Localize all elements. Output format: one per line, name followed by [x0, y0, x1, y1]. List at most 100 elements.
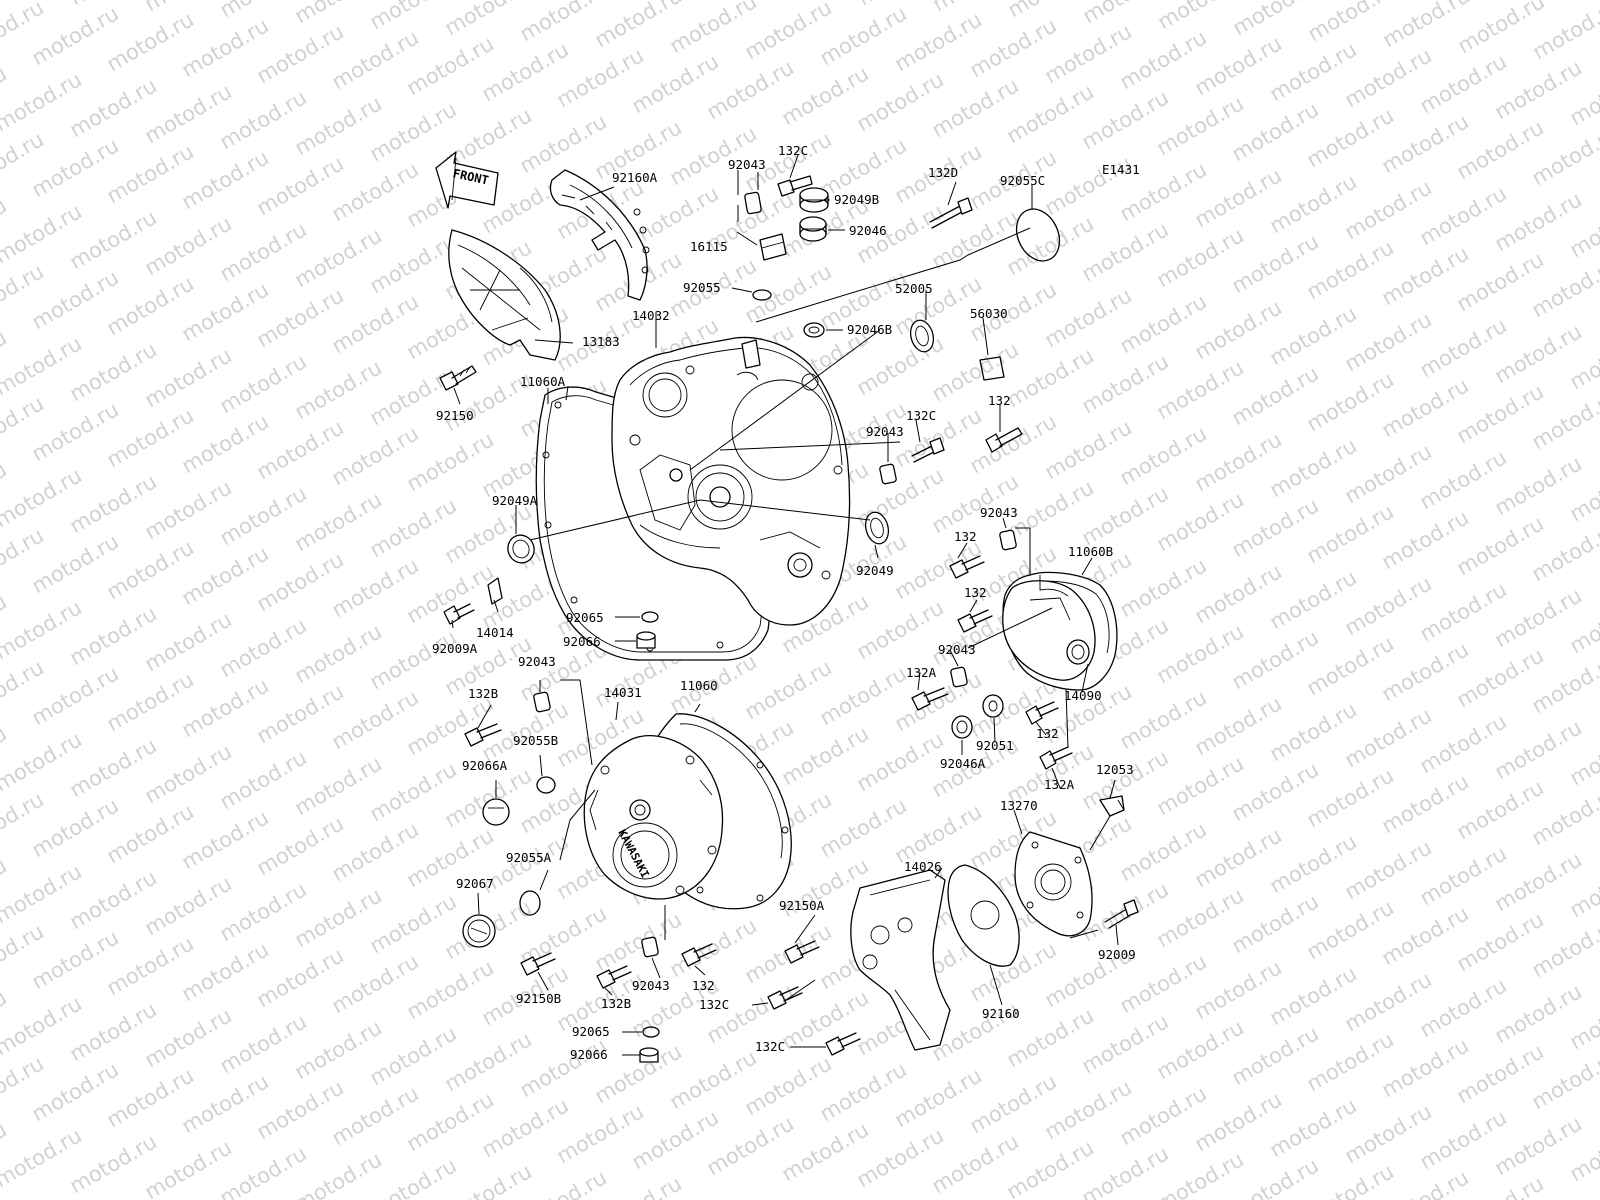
part-label-132D: 132D	[928, 165, 958, 180]
part-label-132C-lower-1: 132C	[699, 997, 729, 1012]
part-label-92066-bottom: 92066	[570, 1047, 608, 1062]
part-label-92043-mid: 92043	[866, 424, 904, 439]
part-92160A-shield	[549, 169, 650, 301]
o-ring-92055	[752, 289, 772, 301]
bearing-92046	[799, 216, 827, 242]
part-label-92067: 92067	[456, 876, 494, 891]
part-label-92055C: 92055C	[1000, 173, 1045, 188]
part-label-92065-top: 92065	[566, 610, 604, 625]
front-arrow-icon: FRONT	[435, 151, 499, 209]
part-label-92055: 92055	[683, 280, 721, 295]
part-label-92150A: 92150A	[779, 898, 825, 913]
part-label-14026: 14026	[904, 859, 942, 874]
chain-guard-14026	[850, 869, 951, 1051]
plate-14014	[487, 577, 503, 605]
o-ring-92055A	[519, 890, 541, 916]
dowel-92043-right-lower	[950, 666, 968, 688]
bearing-92046B	[803, 322, 825, 338]
bearing-92046A	[951, 715, 973, 739]
clip-12053	[1099, 795, 1125, 817]
bolt-132A-right-lower	[1039, 746, 1073, 770]
bolt-92150	[439, 365, 477, 391]
part-label-12053: 12053	[1096, 762, 1134, 777]
part-label-92160: 92160	[982, 1006, 1020, 1021]
part-label-132A-right-lower: 132A	[1044, 777, 1075, 792]
dowel-92043-lower-left	[533, 691, 551, 713]
part-label-132-right-1: 132	[954, 529, 977, 544]
part-label-92009A: 92009A	[432, 641, 478, 656]
key-56030	[979, 356, 1005, 381]
part-label-132C: 132C	[778, 143, 808, 158]
part-label-92049A: 92049A	[492, 493, 538, 508]
part-label-132B-bottom: 132B	[601, 996, 631, 1011]
bolt-92009A	[443, 603, 475, 625]
part-label-132-bottom: 132	[692, 978, 715, 993]
plug-92066-top	[636, 631, 656, 649]
part-label-92043: 92043	[728, 157, 766, 172]
bolt-132C-mid	[911, 437, 945, 463]
part-label-92055A: 92055A	[506, 850, 552, 865]
part-label-92046: 92046	[849, 223, 887, 238]
part-label-132A-right: 132A	[906, 665, 937, 680]
part-label-92160A: 92160A	[612, 170, 658, 185]
o-ring-92055B	[536, 776, 556, 794]
washer-92051	[982, 694, 1004, 718]
part-label-92066A: 92066A	[462, 758, 508, 773]
bolt-132-bottom	[681, 943, 717, 967]
dowel-92043-top	[744, 191, 762, 215]
part-label-132-mid: 132	[988, 393, 1011, 408]
cover-14031: KAWASAKI	[583, 735, 724, 900]
seal-52005	[909, 319, 935, 353]
bolt-132-right-2	[957, 609, 993, 633]
part-label-132C-mid: 132C	[906, 408, 936, 423]
bolt-132-right-3	[1025, 701, 1059, 725]
plate-13270	[1014, 831, 1093, 937]
part-label-92049: 92049	[856, 563, 894, 578]
part-label-92049B: 92049B	[834, 192, 879, 207]
part-label-14014: 14014	[476, 625, 514, 640]
plate-92160	[947, 864, 1020, 967]
dowel-92043-bottom	[641, 936, 659, 958]
part-label-92046B: 92046B	[847, 322, 892, 337]
part-label-16115: 16115	[690, 239, 728, 254]
part-label-56030: 56030	[970, 306, 1008, 321]
part-label-92046A: 92046A	[940, 756, 986, 771]
bolt-132B-bottom	[596, 965, 632, 989]
bolt-132C-lower-2	[825, 1032, 861, 1056]
dowel-92043-mid	[879, 463, 897, 485]
bolt-132C-lower-1	[767, 986, 803, 1010]
part-label-11060: 11060	[680, 678, 718, 693]
cap-16115	[759, 233, 787, 261]
plug-92066A	[482, 798, 510, 826]
plug-92066-bottom	[639, 1047, 659, 1063]
washer-92065-bottom	[642, 1026, 660, 1038]
collar-92049	[864, 511, 890, 545]
part-label-14031: 14031	[604, 685, 642, 700]
bolt-132B-lower-left	[464, 723, 502, 747]
part-label-52005: 52005	[895, 281, 933, 296]
part-label-132-right-2: 132	[964, 585, 987, 600]
plug-92067	[462, 914, 496, 948]
part-label-92051: 92051	[976, 738, 1014, 753]
bolt-92150B	[520, 952, 556, 976]
part-label-14032: 14032	[632, 308, 670, 323]
bolt-132-right-1	[949, 555, 985, 579]
diagram-code: E1431	[1102, 162, 1140, 177]
collar-92049A	[507, 534, 535, 564]
part-label-92043-right: 92043	[980, 505, 1018, 520]
bolt-132-mid-right	[985, 427, 1023, 453]
part-label-92043-lower-left: 92043	[518, 654, 556, 669]
part-label-11060A: 11060A	[520, 374, 566, 389]
part-label-92065-bottom: 92065	[572, 1024, 610, 1039]
part-label-92043-bottom: 92043	[632, 978, 670, 993]
bolt-132A-right	[911, 687, 949, 711]
part-label-92055B: 92055B	[513, 733, 558, 748]
bolt-92150A	[784, 940, 820, 964]
part-label-14090: 14090	[1064, 688, 1102, 703]
part-label-13270: 13270	[1000, 798, 1038, 813]
part-label-92150: 92150	[436, 408, 474, 423]
part-label-92150B: 92150B	[516, 991, 561, 1006]
